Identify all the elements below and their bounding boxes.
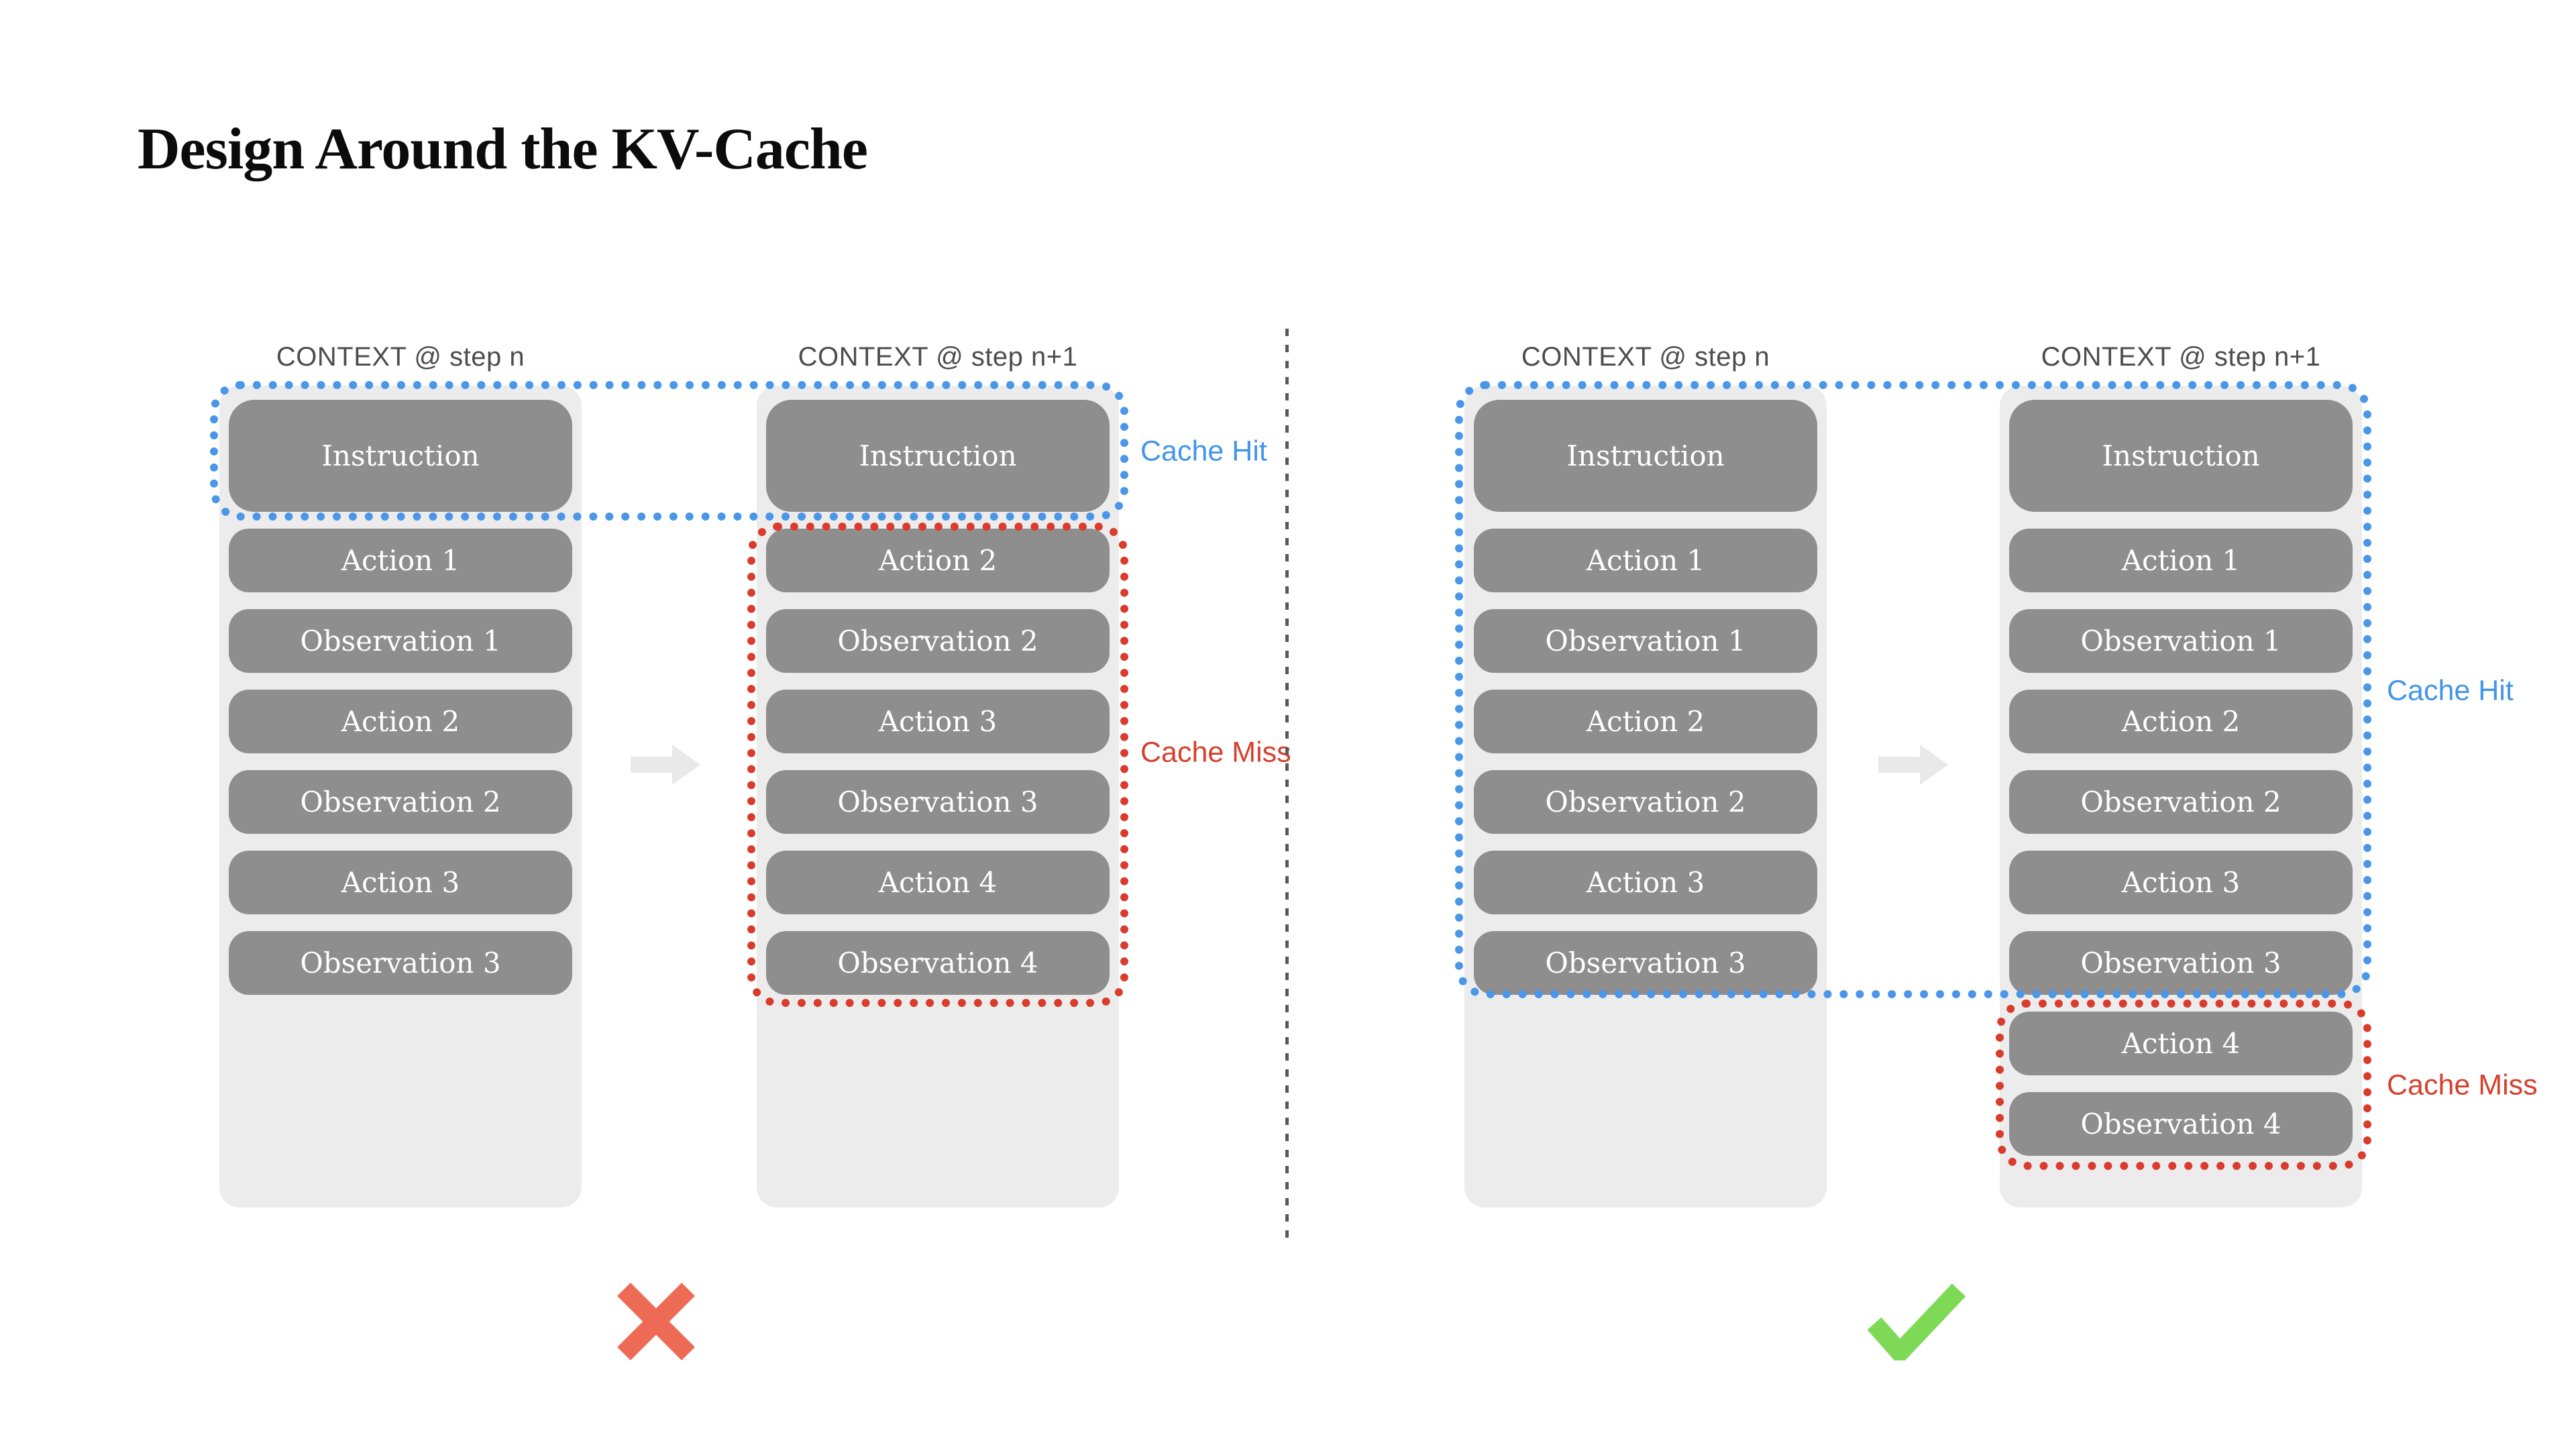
context-box: Action 3 (229, 851, 572, 914)
context-header-step-n1: CONTEXT @ step n+1 (2041, 342, 2321, 372)
context-box: Observation 3 (1474, 931, 1817, 995)
context-box: Action 1 (1474, 529, 1817, 592)
context-box: Action 3 (2009, 851, 2353, 914)
arrow-right-icon (1878, 745, 1948, 785)
context-header-step-n1: CONTEXT @ step n+1 (798, 342, 1078, 372)
context-box: Observation 3 (766, 770, 1110, 834)
context-box: Instruction (229, 400, 572, 512)
context-box: Observation 4 (766, 931, 1110, 995)
context-header-step-n: CONTEXT @ step n (1521, 342, 1770, 372)
context-box: Observation 1 (1474, 609, 1817, 673)
context-box: Action 1 (2009, 529, 2353, 592)
context-box: Observation 2 (2009, 770, 2353, 834)
context-box: Observation 3 (229, 931, 572, 995)
context-box: Instruction (766, 400, 1110, 512)
context-box: Action 4 (2009, 1012, 2353, 1075)
context-box: Observation 1 (2009, 609, 2353, 673)
check-icon (1867, 1283, 1966, 1360)
panel-divider (1285, 329, 1289, 1238)
context-box: Instruction (1474, 400, 1817, 512)
context-box: Action 2 (1474, 690, 1817, 753)
cache-hit-outline (1455, 381, 2371, 998)
context-box: Observation 1 (229, 609, 572, 673)
arrow-right-icon (631, 745, 700, 785)
cache-miss-label: Cache Miss (2387, 1069, 2538, 1102)
page-title: Design Around the KV-Cache (138, 117, 868, 182)
context-box: Observation 2 (766, 609, 1110, 673)
cache-miss-outline (747, 523, 1128, 1007)
context-box: Action 2 (2009, 690, 2353, 753)
context-box: Observation 3 (2009, 931, 2353, 995)
context-box: Action 3 (766, 690, 1110, 753)
context-box: Action 4 (766, 851, 1110, 914)
context-header-step-n: CONTEXT @ step n (276, 342, 525, 372)
context-box: Action 2 (766, 529, 1110, 592)
cache-hit-label: Cache Hit (2387, 674, 2514, 707)
cache-hit-outline (210, 381, 1128, 521)
context-box: Action 3 (1474, 851, 1817, 914)
cache-miss-outline (1996, 1000, 2371, 1170)
context-box: Observation 2 (1474, 770, 1817, 834)
cache-hit-label: Cache Hit (1140, 435, 1267, 468)
context-box: Action 2 (229, 690, 572, 753)
context-box: Action 1 (229, 529, 572, 592)
context-box: Instruction (2009, 400, 2353, 512)
context-box: Observation 4 (2009, 1092, 2353, 1156)
cache-miss-label: Cache Miss (1140, 736, 1291, 769)
context-box: Observation 2 (229, 770, 572, 834)
cross-icon (617, 1283, 695, 1360)
